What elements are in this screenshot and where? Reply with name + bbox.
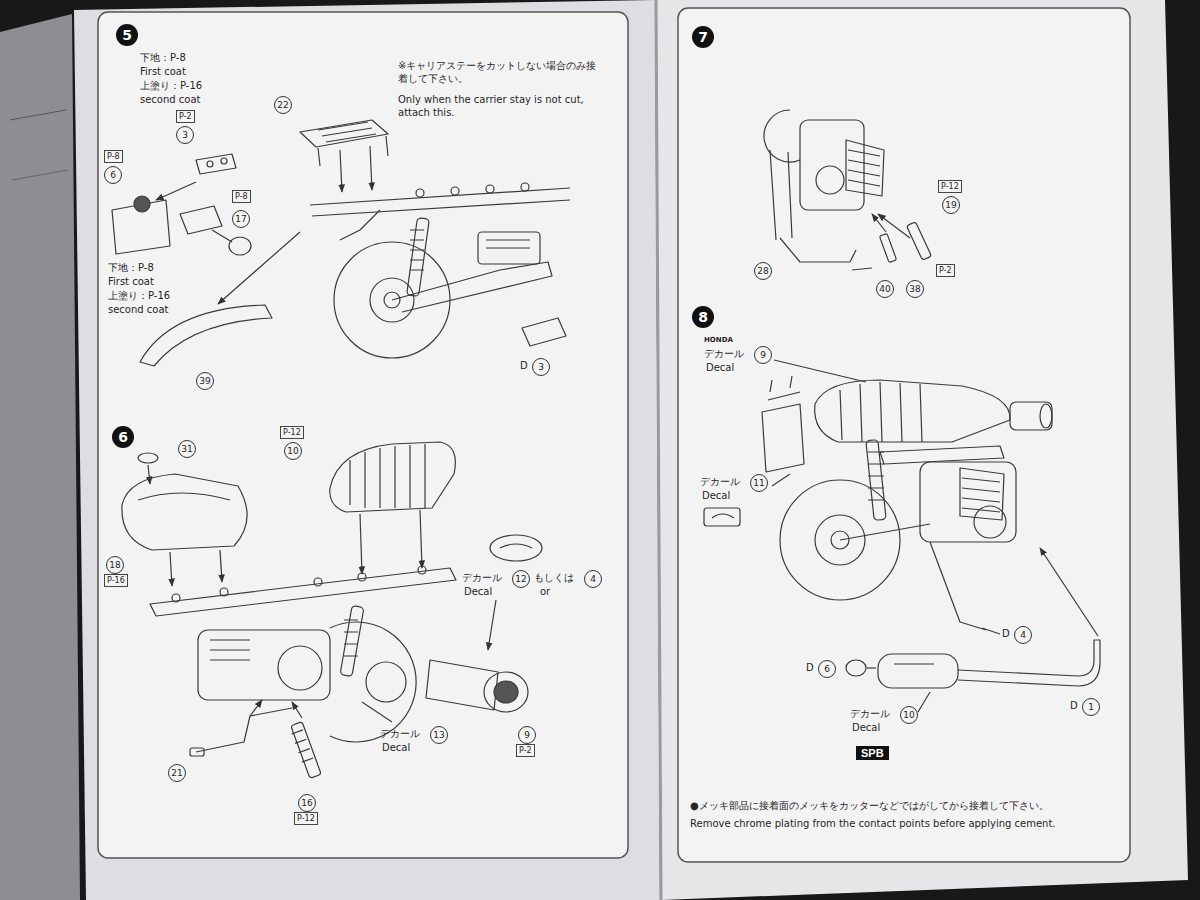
paint-note: 下地：P-8 <box>140 52 186 65</box>
callout-number: 40 <box>876 280 894 298</box>
decal-label: デカール <box>700 476 740 489</box>
callout-number: 38 <box>906 280 924 298</box>
decal-label: Decal <box>706 362 734 375</box>
node-text: 8 <box>698 309 708 325</box>
callout-number: 4 <box>584 570 602 588</box>
step-number: 6 <box>112 426 134 448</box>
note-text: ※キャリアステーをカットしない場合のみ接着して下さい。 <box>398 60 598 85</box>
callout-number: 28 <box>754 262 772 280</box>
callout-number: 17 <box>232 210 250 228</box>
callout-number: 4 <box>1014 626 1032 644</box>
decal-label: デカール <box>380 728 420 741</box>
note-text: Only when the carrier stay is not cut, a… <box>398 94 598 119</box>
paint-code: P-2 <box>936 264 955 277</box>
note-text: ●メッキ部品に接着面のメッキをカッターなどではがしてから接着して下さい。 <box>690 800 1110 813</box>
callout-number: 1 <box>1082 698 1100 716</box>
callout-number: 19 <box>942 196 960 214</box>
part-prefix: D <box>806 662 814 675</box>
callout-number: 6 <box>818 660 836 678</box>
paint-note: First coat <box>108 276 154 289</box>
paint-code: P-12 <box>280 426 304 439</box>
part-prefix: D <box>520 360 528 373</box>
node-text: 6 <box>118 429 128 445</box>
paint-note: 下地：P-8 <box>108 262 154 275</box>
part-prefix: D <box>1002 628 1010 641</box>
part-prefix: D <box>1070 700 1078 713</box>
decal-label: or <box>540 586 550 599</box>
decal-label: Decal <box>382 742 410 755</box>
callout-number: 10 <box>900 706 918 724</box>
decal-label: Decal <box>852 722 880 735</box>
paint-code: P-2 <box>176 110 195 123</box>
paint-code: P-2 <box>516 744 535 757</box>
paint-code: P-8 <box>104 150 123 163</box>
paint-code: P-12 <box>294 812 318 825</box>
callout-number: 3 <box>532 358 550 376</box>
callout-number: 31 <box>178 440 196 458</box>
decal-label: デカール <box>462 572 502 585</box>
callout-number: 11 <box>750 474 768 492</box>
paint-note: 上塗り：P-16 <box>140 80 202 93</box>
callout-number: 18 <box>106 556 124 574</box>
paint-note: second coat <box>108 304 169 317</box>
callout-number: 6 <box>104 166 122 184</box>
decal-label: Decal <box>464 586 492 599</box>
note-text: Remove chrome plating from the contact p… <box>690 818 1110 831</box>
callout-number: 9 <box>518 726 536 744</box>
node-text: 7 <box>698 29 708 45</box>
brand-text: HONDA <box>704 336 733 345</box>
callout-number: 12 <box>512 570 530 588</box>
callout-number: 3 <box>176 126 194 144</box>
paint-code: P-12 <box>938 180 962 193</box>
node-text: 5 <box>122 27 132 43</box>
decal-label: デカール <box>704 348 744 361</box>
decal-label: デカール <box>850 708 890 721</box>
callout-number: 21 <box>168 764 186 782</box>
paint-note: First coat <box>140 66 186 79</box>
callout-number: 22 <box>274 96 292 114</box>
node-text: SPB <box>861 747 884 759</box>
paint-code: P-8 <box>232 190 251 203</box>
paint-note: 上塗り：P-16 <box>108 290 170 303</box>
decal-label: Decal <box>702 490 730 503</box>
callout-number: 16 <box>298 794 316 812</box>
step-number: 7 <box>692 26 714 48</box>
step-number: 8 <box>692 306 714 328</box>
step-number: 5 <box>116 24 138 46</box>
paint-note: second coat <box>140 94 201 107</box>
decal-label: もしくは <box>534 572 574 585</box>
callout-number: 9 <box>754 346 772 364</box>
paint-code: P-16 <box>104 574 128 587</box>
callout-number: 13 <box>430 726 448 744</box>
brand-logo: SPB <box>856 746 889 760</box>
callout-number: 39 <box>196 372 214 390</box>
callout-number: 10 <box>284 442 302 460</box>
